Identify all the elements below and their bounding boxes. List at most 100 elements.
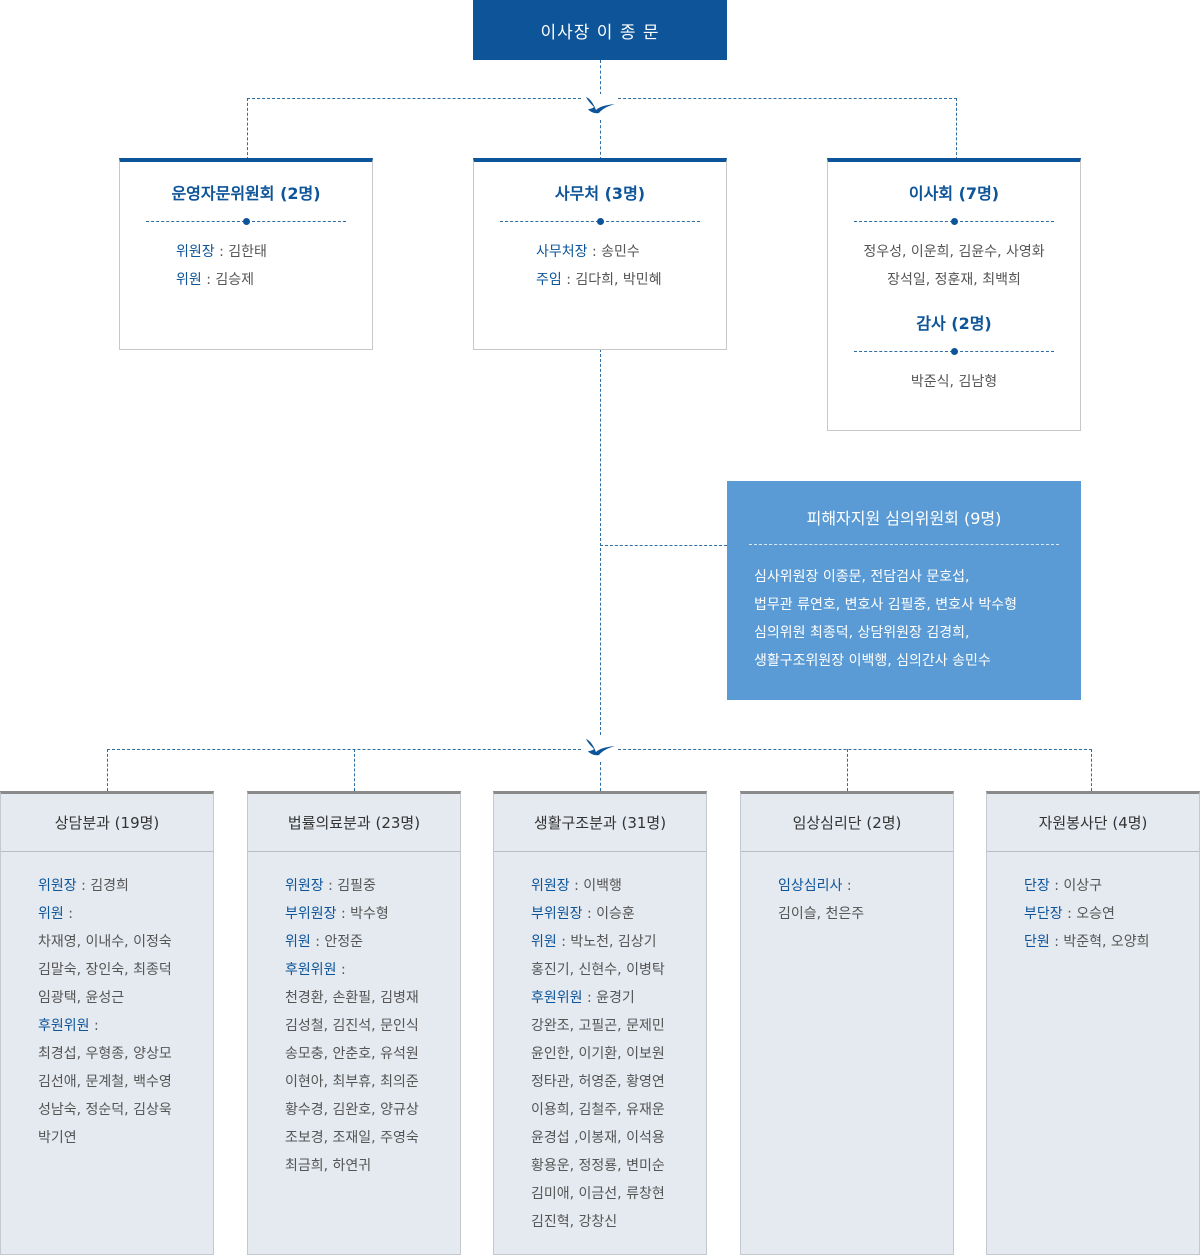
member-names: : 이상구 [1049, 878, 1103, 894]
member-names: 김이슬, 천은주 [778, 906, 865, 922]
member-line: 위원 : [38, 900, 213, 928]
role-label: 부위원장 [531, 906, 583, 922]
role-label: 위원 [38, 906, 64, 922]
division-box-clinical-psychology: 임상심리단 (2명) 임상심리사 :김이슬, 천은주 [740, 791, 954, 1255]
member-line: 정타관, 허영준, 황영연 [531, 1068, 706, 1096]
member-names: : [842, 878, 852, 894]
connector-top [600, 60, 601, 100]
member-names: : [89, 1018, 99, 1034]
audit-line: 박준식, 김남형 [910, 374, 998, 390]
member-line: 송모충, 안춘호, 유석원 [285, 1040, 460, 1068]
member-line: 천경환, 손환필, 김병재 [285, 984, 460, 1012]
committee-line: 생활구조위원장 이백행, 심의간사 송민수 [754, 653, 991, 669]
member-names: 김성철, 김진석, 문인식 [285, 1018, 419, 1034]
member-names: 최경섭, 우형종, 양상모 [38, 1046, 172, 1062]
member-line: 김이슬, 천은주 [778, 900, 953, 928]
separator [749, 544, 1059, 545]
member-names: 윤인한, 이기환, 이보원 [531, 1046, 665, 1062]
member-line: 후원위원 : [38, 1012, 213, 1040]
member-names: 황용운, 정정룡, 변미순 [531, 1158, 665, 1174]
role-label: 후원위원 [531, 990, 583, 1006]
member-line: 부단장 : 오승연 [1024, 900, 1199, 928]
member-names: 김말숙, 장인숙, 최종덕 [38, 962, 172, 978]
role-label: 위원 [531, 934, 557, 950]
division-members: 임상심리사 : 김이슬, 천은주 [741, 852, 953, 928]
secretariat-box: 사무처 (3명) 사무처장 : 송민수 주임 : 김다희, 박민혜 [473, 158, 727, 350]
member-names: 박기연 [38, 1130, 77, 1146]
member-line: 위원장 : 김경희 [38, 872, 213, 900]
member-names: 황수경, 김완호, 양규상 [285, 1102, 419, 1118]
connector-div3 [600, 762, 601, 791]
board-box: 이사회 (7명) 정우성, 이운희, 김윤수, 사영화 장석일, 정훈재, 최백… [827, 158, 1081, 431]
connector-committee [600, 545, 727, 546]
connector-board [956, 98, 957, 160]
member-names: 성남숙, 정순덕, 김상욱 [38, 1102, 172, 1118]
member-names: : 박노천, 김상기 [556, 934, 657, 950]
division-title: 법률의료분과 (23명) [248, 794, 460, 852]
member-names: 홍진기, 신현수, 이병탁 [531, 962, 665, 978]
connector-div4 [847, 749, 848, 791]
advisory-committee-box: 운영자문위원회 (2명) 위원장 : 김한태 위원 : 김승제 [119, 158, 373, 350]
member-names: 이용희, 김철주, 유재운 [531, 1102, 665, 1118]
member-line: 부위원장 : 박수형 [285, 900, 460, 928]
role-label: 위원장 [531, 878, 570, 894]
member-names: 임광택, 윤성근 [38, 990, 125, 1006]
member-names: 송모충, 안춘호, 유석원 [285, 1046, 419, 1062]
member-line: 김말숙, 장인숙, 최종덕 [38, 956, 213, 984]
member-names: 강완조, 고필곤, 문제민 [531, 1018, 665, 1034]
audit-title: 감사 (2명) [916, 314, 992, 333]
bird-logo-icon [582, 94, 618, 118]
committee-line: 법무관 류연호, 변호사 김필중, 변호사 박수형 [754, 597, 1017, 613]
member-line: 임광택, 윤성근 [38, 984, 213, 1012]
member-line: 이현아, 최부휴, 최의준 [285, 1068, 460, 1096]
member-line: 후원위원 : [285, 956, 460, 984]
division-title: 생활구조분과 (31명) [494, 794, 706, 852]
member-names: 김진혁, 강창신 [531, 1214, 618, 1230]
board-title: 이사회 (7명) [908, 184, 1000, 203]
connector-main [600, 349, 601, 735]
member-line: 김성철, 김진석, 문인식 [285, 1012, 460, 1040]
victim-support-committee-box: 피해자지원 심의위원회 (9명) 심사위원장 이종문, 전담검사 문호섭, 법무… [727, 481, 1081, 700]
role-label: 임상심리사 [778, 878, 843, 894]
separator [500, 218, 700, 225]
board-line: 장석일, 정훈재, 최백희 [887, 272, 1021, 288]
division-title: 자원봉사단 (4명) [987, 794, 1199, 852]
role-label: 부위원장 [285, 906, 337, 922]
member-names: 이현아, 최부휴, 최의준 [285, 1074, 419, 1090]
advisory-line: 위원 : 김승제 [176, 272, 255, 288]
role-label: 위원장 [285, 878, 324, 894]
member-line: 박기연 [38, 1124, 213, 1152]
member-names: 조보경, 조재일, 주영숙 [285, 1130, 419, 1146]
role-label: 위원장 [38, 878, 77, 894]
member-names: 차재영, 이내수, 이정숙 [38, 934, 172, 950]
member-line: 김진혁, 강창신 [531, 1208, 706, 1236]
member-names: : 박준혁, 오양희 [1049, 934, 1150, 950]
member-line: 단장 : 이상구 [1024, 872, 1199, 900]
member-names: : 이백행 [569, 878, 622, 894]
member-line: 김미애, 이금선, 류창현 [531, 1180, 706, 1208]
advisory-title: 운영자문위원회 (2명) [171, 184, 321, 203]
role-label: 위원 [285, 934, 311, 950]
role-label: 후원위원 [38, 1018, 90, 1034]
member-line: 단원 : 박준혁, 오양희 [1024, 928, 1199, 956]
division-title: 상담분과 (19명) [1, 794, 213, 852]
committee-line: 심사위원장 이종문, 전담검사 문호섭, [754, 569, 970, 585]
connector-secretariat [600, 120, 601, 160]
member-line: 임상심리사 : [778, 872, 953, 900]
member-names: : [336, 962, 346, 978]
committee-line: 심의위원 최종덕, 상담위원장 김경희, [754, 625, 970, 641]
separator [854, 218, 1054, 225]
member-names: : 김경희 [76, 878, 129, 894]
bird-logo-icon [582, 736, 618, 760]
member-line: 최금희, 하연귀 [285, 1152, 460, 1180]
connector-advisory [247, 98, 248, 160]
member-names: 천경환, 손환필, 김병재 [285, 990, 419, 1006]
member-line: 조보경, 조재일, 주영숙 [285, 1124, 460, 1152]
chairman-box: 이사장 이 종 문 [473, 0, 727, 60]
chairman-label: 이사장 이 종 문 [540, 22, 660, 43]
